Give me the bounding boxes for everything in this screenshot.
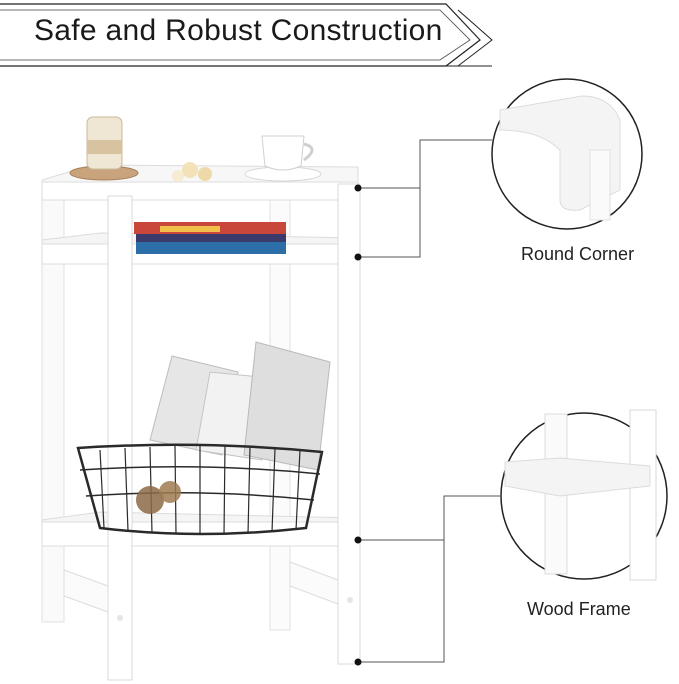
magazine-stack (134, 222, 286, 254)
candle-on-wood-slice (69, 116, 139, 181)
title-banner (0, 3, 493, 67)
books (149, 341, 331, 471)
page-title: Safe and Robust Construction (34, 14, 443, 47)
flower-decoration (172, 162, 212, 182)
callout-leader-lines (358, 139, 500, 663)
coffee-cup (244, 135, 322, 182)
wood-frame-caption: Wood Frame (527, 599, 631, 619)
round-corner-detail (491, 78, 643, 230)
wood-frame-detail (500, 409, 668, 581)
side-table (41, 164, 361, 681)
wire-basket (76, 443, 324, 536)
callout-anchor-dots (354, 184, 362, 666)
round-corner-caption: Round Corner (521, 244, 635, 264)
